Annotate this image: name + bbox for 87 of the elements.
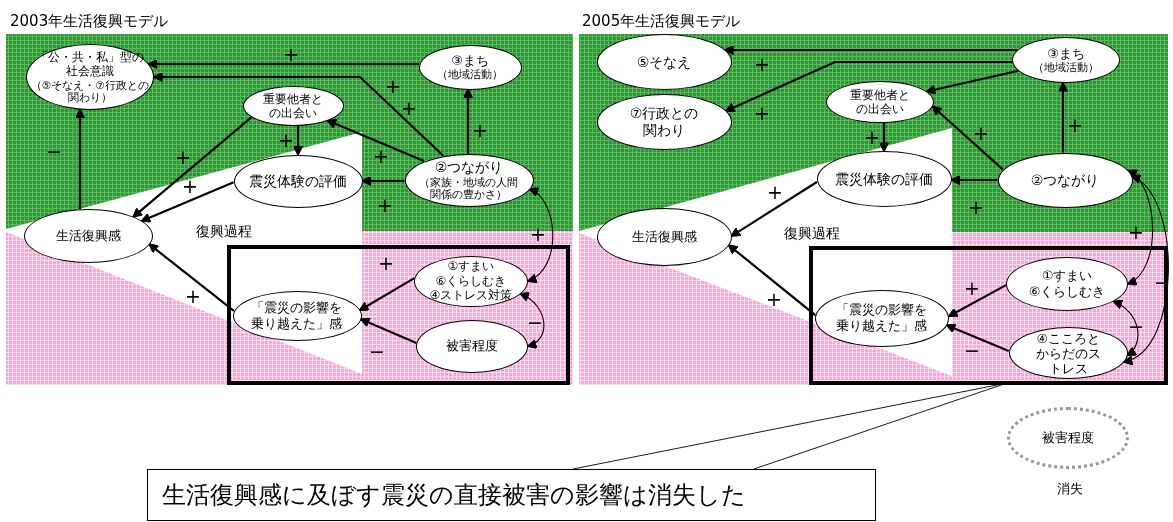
node-text: ④ストレス対策 bbox=[429, 288, 513, 303]
curved-arrow bbox=[526, 188, 554, 282]
arrow bbox=[1058, 81, 1068, 153]
node-text: 震災体験の評価 bbox=[249, 172, 347, 190]
edge-label: + bbox=[973, 123, 989, 143]
node-text: ④こころとからだのストレス bbox=[1035, 330, 1101, 376]
arrow bbox=[724, 60, 1013, 113]
edge-label: + bbox=[378, 253, 394, 273]
edge-label: + bbox=[182, 176, 198, 196]
edge-label: + bbox=[968, 197, 984, 217]
arrow bbox=[326, 119, 425, 162]
edge-label: + bbox=[964, 278, 980, 298]
edge-label: + bbox=[754, 103, 770, 123]
ellipse-node bbox=[815, 289, 949, 347]
node-text: ⑥くらしむき bbox=[435, 273, 507, 289]
node-text: 生活復興感 bbox=[631, 229, 697, 245]
node-text: 「震災の影響を乗り越えた」感 bbox=[835, 302, 929, 334]
curved-arrow bbox=[1122, 175, 1169, 364]
arrow bbox=[931, 105, 1004, 171]
edge-label: + bbox=[175, 147, 191, 167]
edge-label: + bbox=[373, 146, 389, 166]
edge-label: + bbox=[385, 76, 401, 96]
caption-text: 消失 bbox=[1057, 481, 1083, 495]
edge-label: + bbox=[766, 289, 782, 309]
edge-label: − bbox=[369, 341, 385, 361]
node-text: 重要他者との出会い bbox=[849, 87, 911, 117]
arrow bbox=[140, 181, 235, 223]
node-text: 震災体験の評価 bbox=[835, 170, 933, 188]
arrow bbox=[132, 116, 252, 218]
ellipse-node bbox=[232, 291, 362, 341]
arrow bbox=[947, 284, 1007, 318]
edge-label: − bbox=[964, 340, 980, 360]
edge-label: + bbox=[472, 120, 488, 140]
curved-arrow bbox=[1126, 169, 1154, 285]
node-text: ①すまい bbox=[1041, 268, 1093, 284]
arrow bbox=[730, 181, 818, 238]
panel-title: 2003年生活復興モデル bbox=[10, 13, 169, 29]
node-text: ③まち bbox=[1047, 45, 1085, 62]
node-text: ③まち bbox=[451, 52, 489, 69]
node-text: 被害程度 bbox=[1042, 430, 1094, 446]
edge-label: + bbox=[754, 54, 770, 74]
node-text: 「震災の影響を乗り越えた」感 bbox=[250, 300, 344, 332]
arrow bbox=[293, 125, 303, 156]
node-text: （⑤そなえ・⑦行政との関わり） bbox=[30, 78, 150, 104]
region-label: 復興過程 bbox=[784, 226, 840, 240]
edge-label: + bbox=[278, 130, 294, 150]
arrow bbox=[75, 108, 85, 210]
callout-text: 生活復興感に及ぼす震災の直接被害の影響は消失した bbox=[162, 480, 746, 510]
node-text: （地域活動） bbox=[1033, 61, 1099, 75]
node-text: （家族・地域の人間関係の豊かさ） bbox=[418, 175, 520, 201]
arrow bbox=[879, 122, 889, 153]
edge-label: + bbox=[185, 286, 201, 306]
edge-label: + bbox=[864, 127, 880, 147]
arrow bbox=[723, 45, 1018, 55]
outline-box bbox=[809, 246, 1168, 385]
ellipse-node bbox=[233, 154, 363, 208]
node-text: 重要他者との出会い bbox=[262, 91, 324, 121]
arrow bbox=[925, 69, 1019, 95]
callout-box bbox=[147, 469, 876, 521]
outline-box bbox=[227, 245, 570, 385]
curved-arrow bbox=[519, 292, 545, 348]
arrow bbox=[950, 175, 998, 185]
node-text: 被害程度 bbox=[446, 338, 498, 354]
region-label: 復興過程 bbox=[196, 224, 252, 238]
edge-label: + bbox=[283, 44, 299, 64]
arrow bbox=[152, 72, 445, 157]
edge-label: + bbox=[377, 195, 393, 215]
node-text: ⑥くらしむき bbox=[1028, 284, 1106, 300]
curved-arrow bbox=[1112, 300, 1139, 357]
node-text: ①すまい bbox=[447, 259, 495, 274]
edge-label: − bbox=[46, 141, 62, 161]
edge-label: + bbox=[1067, 115, 1083, 135]
edge-label: + bbox=[767, 182, 783, 202]
node-text: ②つながり bbox=[1030, 171, 1100, 189]
node-text: ②つながり bbox=[434, 159, 504, 176]
node-text: （地域活動） bbox=[437, 68, 503, 82]
arrow bbox=[147, 59, 419, 69]
node-text: ⑤そなえ bbox=[636, 53, 692, 71]
sign-label: + bbox=[401, 98, 417, 118]
arrow bbox=[361, 176, 405, 186]
ellipse-node bbox=[816, 151, 952, 207]
node-text: ⑦行政との関わり bbox=[628, 105, 700, 139]
edge-label: − bbox=[527, 312, 543, 332]
arrow bbox=[945, 323, 1010, 352]
node-text: 生活復興感 bbox=[55, 228, 121, 244]
arrow bbox=[463, 88, 473, 154]
edge-label: − bbox=[1128, 316, 1144, 336]
